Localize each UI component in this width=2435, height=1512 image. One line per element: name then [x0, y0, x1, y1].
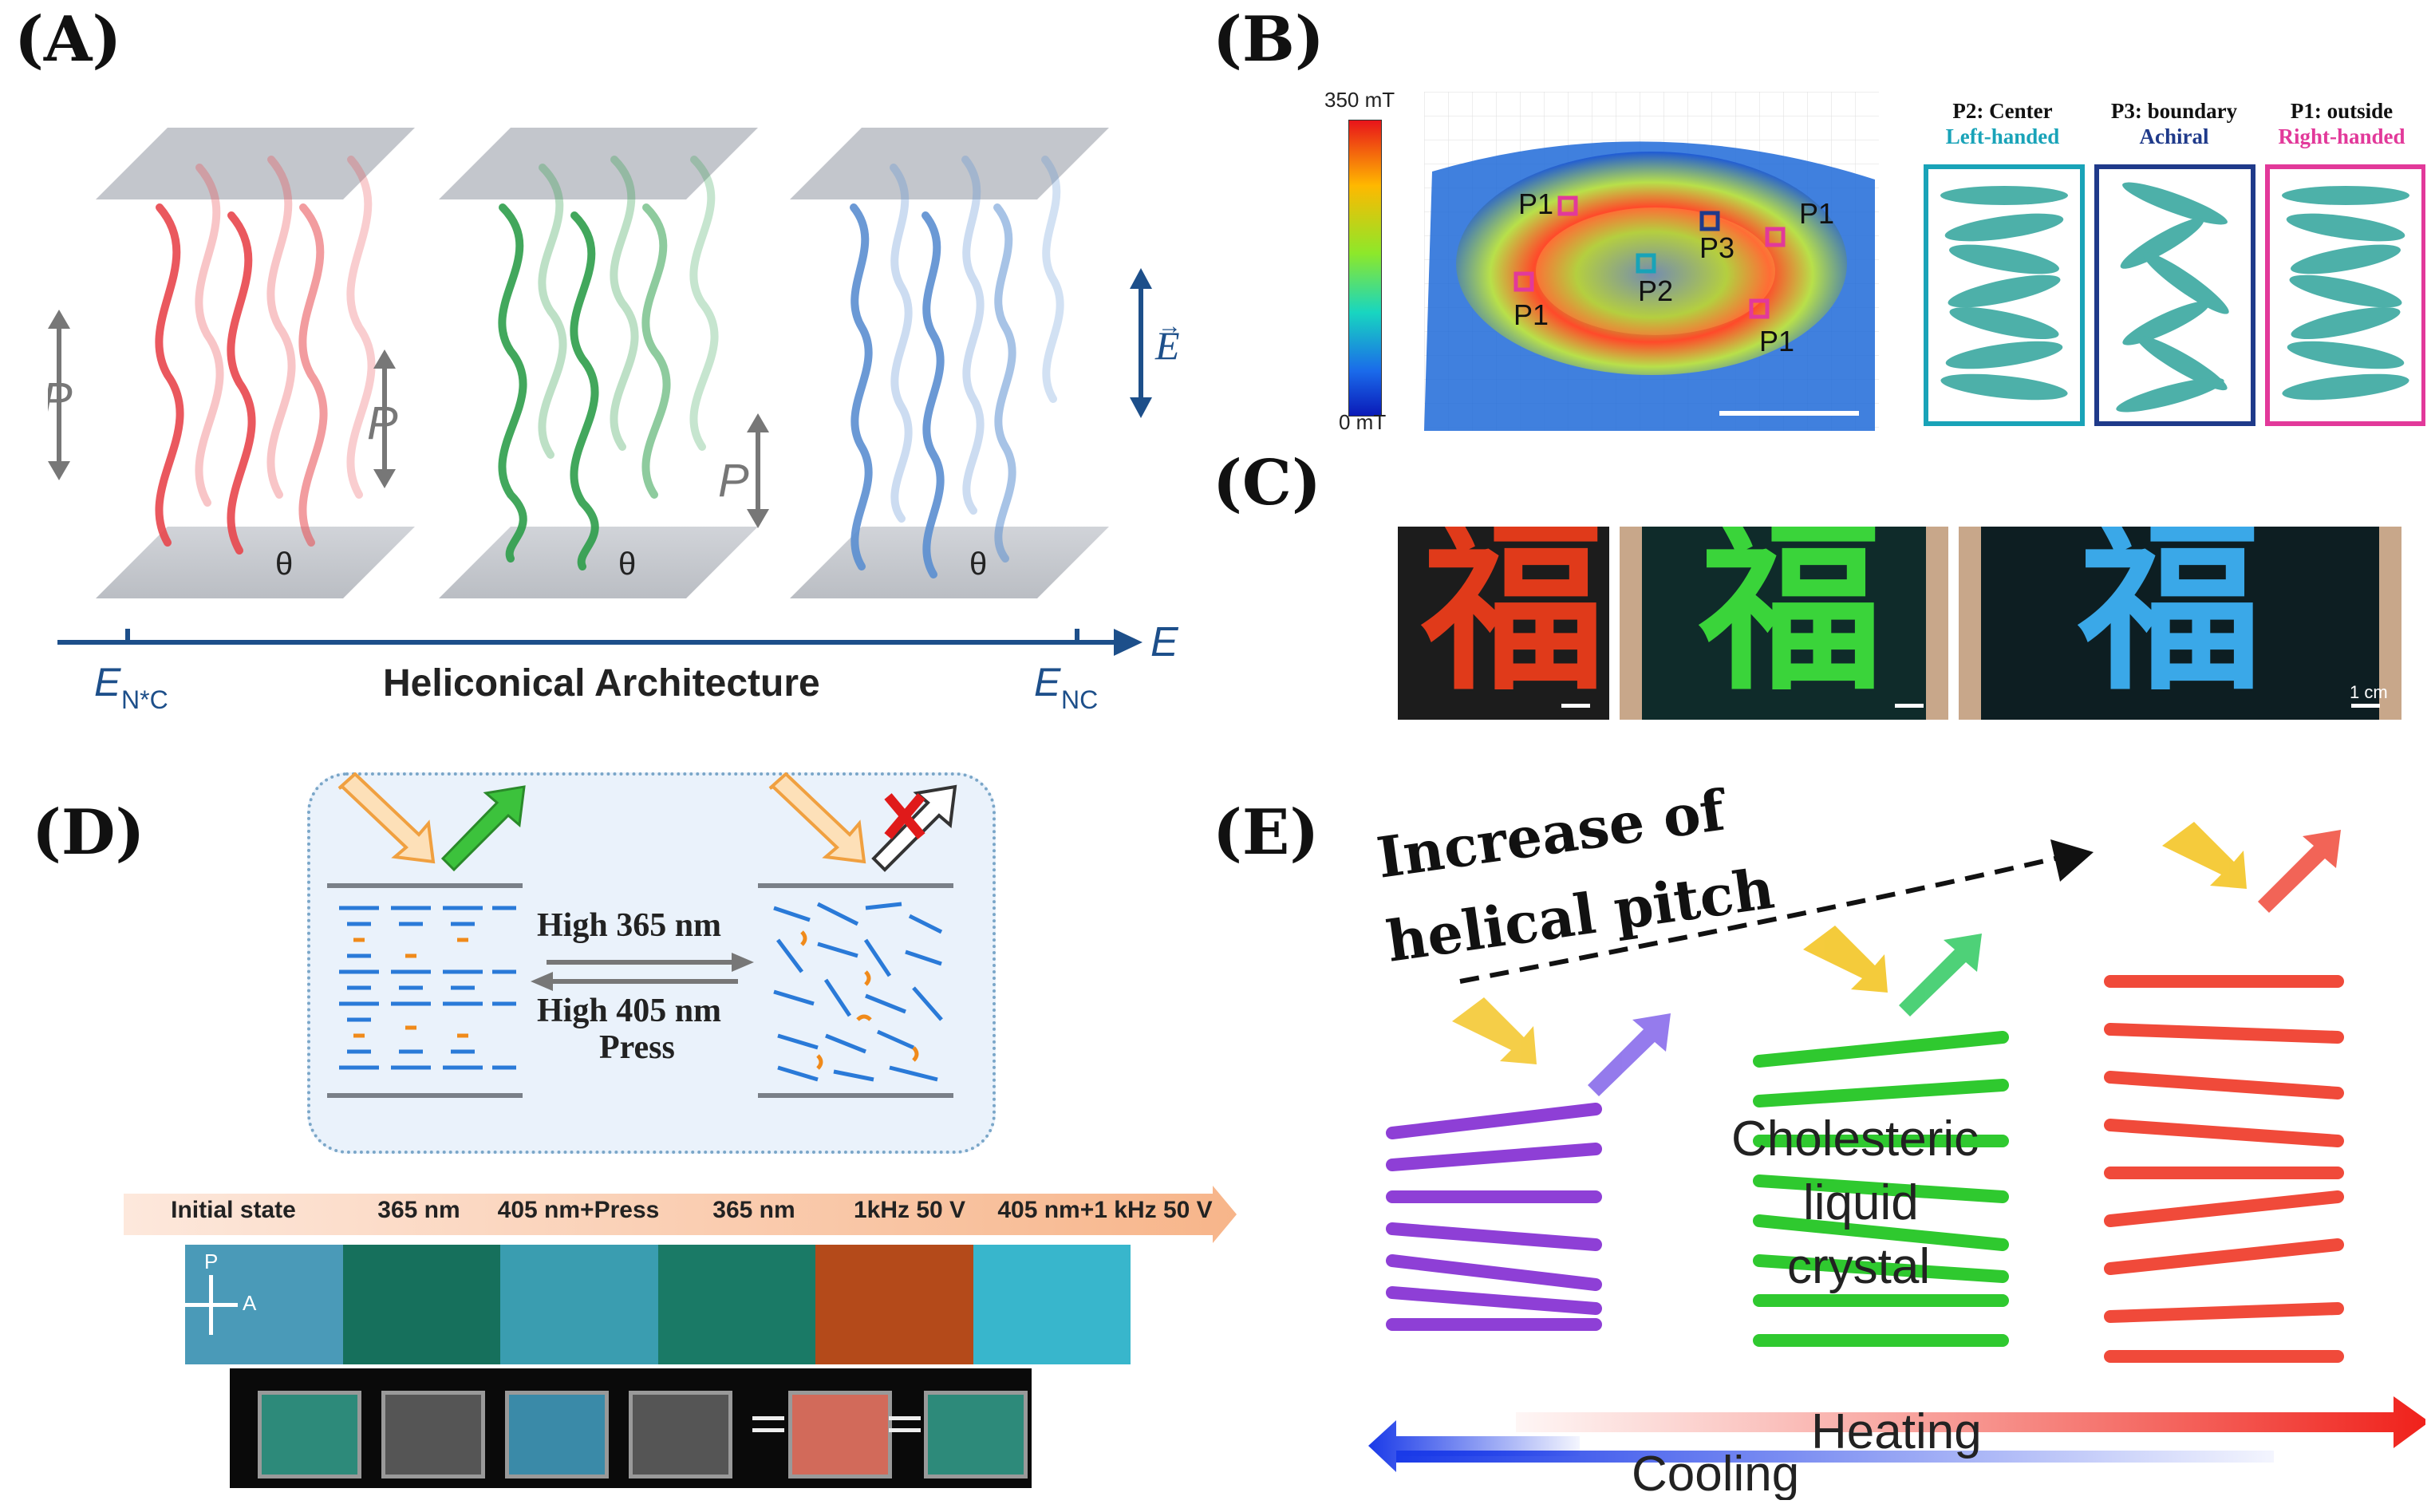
- device-strip: [230, 1368, 1032, 1488]
- lc-text-1: Cholesteric: [1731, 1111, 1979, 1167]
- step-405-press: 405 nm+Press: [497, 1197, 660, 1223]
- angle-label-red: θ: [275, 547, 293, 582]
- e-nc-sub: NC: [1061, 685, 1098, 714]
- device-3: [505, 1391, 609, 1478]
- cell-green: P θ: [367, 128, 758, 598]
- panel-label-c: (C): [1213, 447, 1321, 519]
- backward-label-2: Press: [599, 1029, 675, 1066]
- switching-schematic: High 365 nm High 405 nm Press: [327, 772, 957, 1098]
- col-subtitle-outside: Right-handed: [2278, 124, 2405, 148]
- cell-blue: P θ E →: [718, 128, 1182, 598]
- svg-text:→: →: [1158, 313, 1182, 339]
- character-red: 福: [1422, 527, 1606, 712]
- device-6: [924, 1391, 1028, 1478]
- device-2: [381, 1391, 485, 1478]
- panel-label-b: (B): [1213, 3, 1324, 76]
- pom-strip: P A: [185, 1245, 1131, 1364]
- pitch-label-red: P: [48, 373, 73, 425]
- panel-label-a: (A): [14, 3, 122, 76]
- analyzer-label: A: [243, 1291, 257, 1315]
- lc-text-3: crystal: [1787, 1239, 1930, 1294]
- pom-405-press: [500, 1245, 658, 1364]
- cholesteric-diagram: Increase of helical pitch Cholesteric li…: [1368, 776, 2425, 1500]
- stack-red: [2104, 975, 2344, 1363]
- angle-label-blue: θ: [969, 547, 987, 582]
- heating-label: Heating: [1811, 1404, 1982, 1459]
- col-subtitle-boundary: Achiral: [2139, 124, 2209, 148]
- device-1: [258, 1391, 361, 1478]
- lc-text-2: liquid: [1803, 1175, 1919, 1230]
- field-label: E: [1154, 323, 1180, 368]
- col-title-center: P2: Center: [1952, 99, 2053, 123]
- panel-label-e: (E): [1213, 796, 1320, 869]
- pom-initial: P A: [185, 1245, 343, 1364]
- step-365-a: 365 nm: [377, 1197, 460, 1223]
- cell-red: P θ: [48, 128, 415, 598]
- photo-blue: 福 1 cm: [1959, 527, 2401, 720]
- chirality-columns: [1924, 164, 2425, 426]
- character-green: 福: [1699, 527, 1884, 712]
- polarizer-label: P: [204, 1249, 219, 1273]
- photo-green: 福: [1620, 527, 1948, 720]
- scale-max-label: 350 mT: [1324, 88, 1395, 112]
- photo-red: 福: [1398, 527, 1609, 720]
- backward-label-1: High 405 nm: [537, 993, 721, 1029]
- panel-label-d: (D): [32, 796, 145, 869]
- col-title-outside: P1: outside: [2290, 99, 2394, 123]
- step-initial: Initial state: [171, 1197, 296, 1223]
- step-labels: Initial state 365 nm 405 nm+Press 365 nm…: [124, 1197, 1237, 1232]
- col-subtitle-center: Left-handed: [1945, 124, 2060, 148]
- pom-1khz: [815, 1245, 973, 1364]
- device-5: [788, 1391, 892, 1478]
- pom-365-a: [342, 1245, 500, 1364]
- point-p3: P3: [1699, 231, 1734, 264]
- angle-label-green: θ: [618, 547, 636, 582]
- forward-label: High 365 nm: [537, 907, 721, 944]
- stack-purple: [1386, 1103, 1602, 1331]
- scale-min-label: 0 mT: [1339, 410, 1387, 434]
- step-365-b: 365 nm: [712, 1197, 795, 1223]
- cooling-label: Cooling: [1632, 1447, 1799, 1500]
- pitch-label-green: P: [367, 397, 398, 449]
- point-p1-c: P1: [1799, 197, 1834, 230]
- col-title-boundary: P3: boundary: [2110, 99, 2238, 123]
- step-arrow: [124, 1186, 1237, 1243]
- e-nstar-c-sub: N*C: [121, 685, 168, 714]
- device-4: [629, 1391, 732, 1478]
- axis-end-label: E: [1150, 619, 1179, 665]
- character-blue: 福: [2078, 527, 2263, 712]
- point-p1-a: P1: [1518, 188, 1553, 220]
- point-p1-b: P1: [1513, 298, 1549, 331]
- e-nstar-c-label: E: [94, 660, 121, 705]
- e-nc-label: E: [1034, 660, 1061, 705]
- step-405-1khz: 405 nm+1 kHz 50 V: [997, 1197, 1213, 1223]
- heliconical-title: Heliconical Architecture: [383, 662, 820, 705]
- step-1khz: 1kHz 50 V: [853, 1197, 966, 1223]
- field-simulation: P1 P1 P1 P1 P2 P3: [1424, 92, 1879, 431]
- heliconical-diagram: P θ P θ P θ: [48, 128, 1182, 714]
- scale-bar-label: 1 cm: [2350, 682, 2388, 702]
- pitch-label-blue: P: [718, 455, 749, 507]
- colorbar: [1348, 120, 1382, 416]
- pom-405-1khz: [973, 1245, 1131, 1364]
- point-p1-d: P1: [1759, 325, 1794, 357]
- stack-green: [1753, 1031, 2009, 1347]
- point-p2: P2: [1638, 274, 1673, 307]
- pom-365-b: [657, 1245, 815, 1364]
